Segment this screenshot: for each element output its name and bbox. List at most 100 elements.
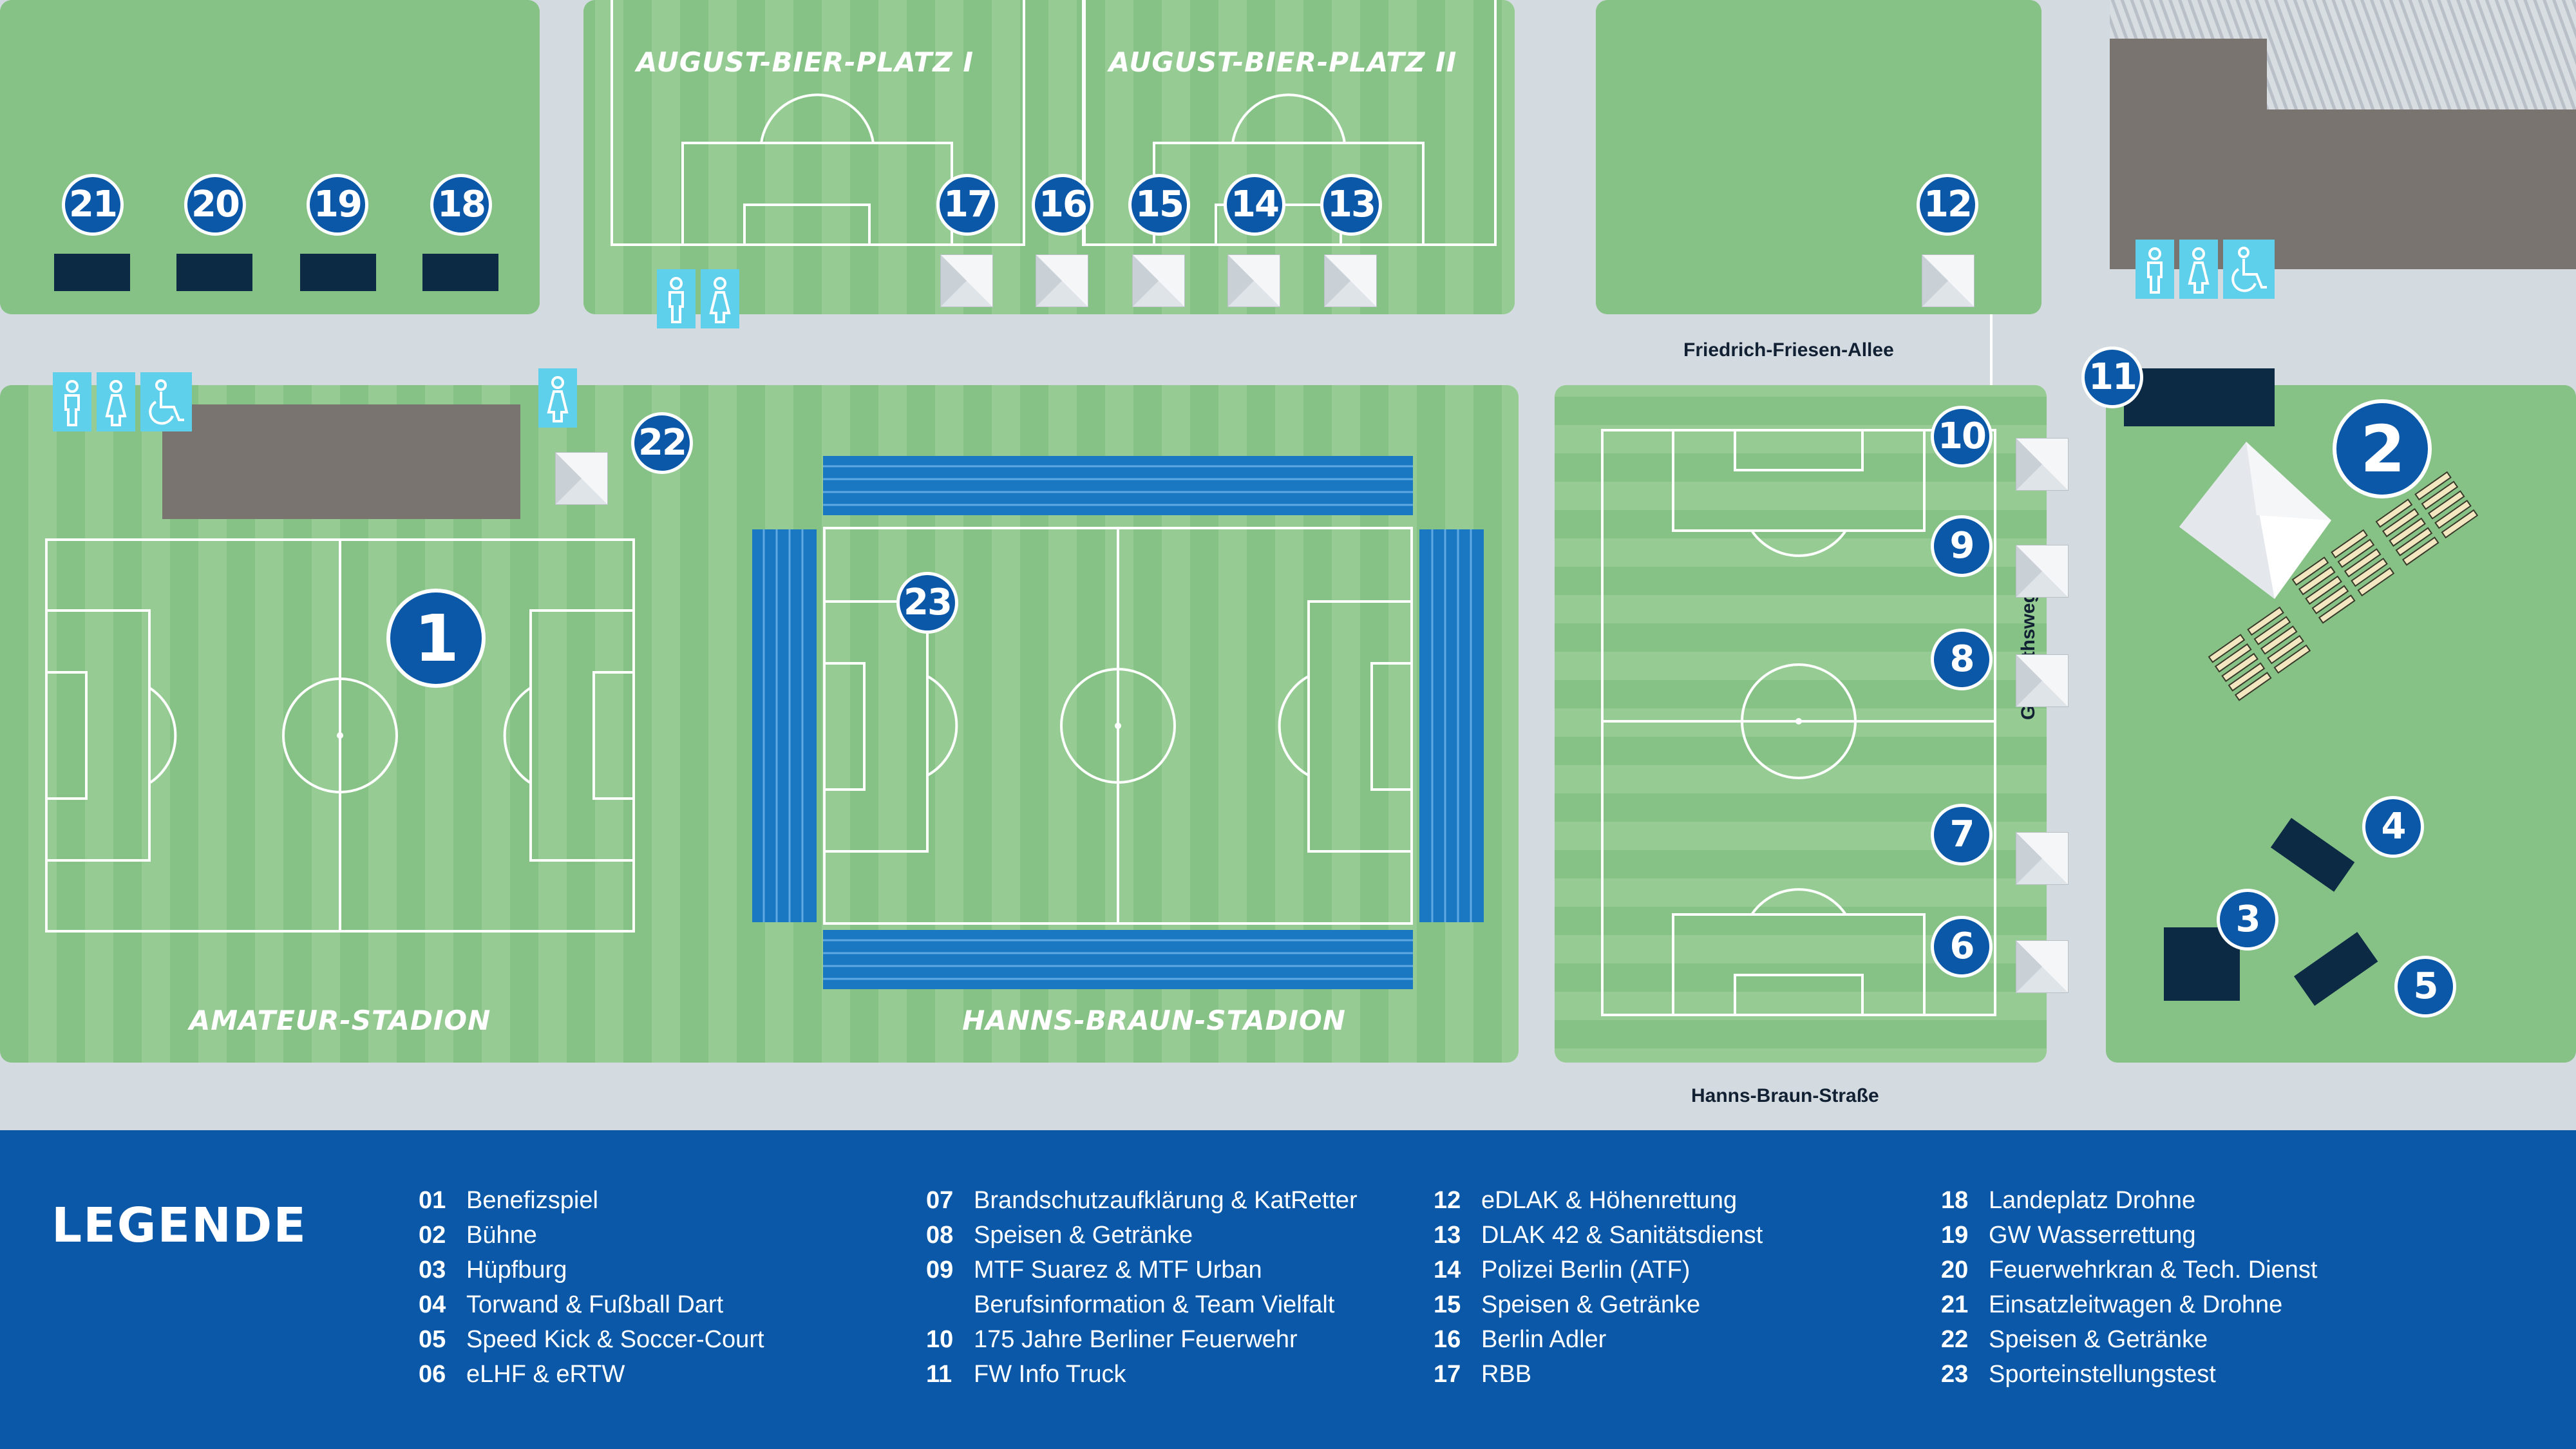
legend-item-number: 15	[1434, 1291, 1461, 1318]
legend-item-label: Sporteinstellungstest	[1989, 1361, 2216, 1388]
legend-item-number: 02	[419, 1222, 446, 1249]
vehicle-18	[422, 254, 498, 291]
marker-23[interactable]: 23	[896, 572, 958, 634]
vehicle-21	[54, 254, 130, 291]
stage-tent	[2179, 442, 2331, 599]
marker-6[interactable]: 6	[1931, 916, 1993, 978]
legend-item: 07 Brandschutzaufklärung & KatRetter	[926, 1183, 1358, 1218]
road-hanns-braun-strasse: Hanns-Braun-Straße	[1691, 1085, 1879, 1106]
marker-8[interactable]: 8	[1931, 629, 1993, 690]
marker-15[interactable]: 15	[1128, 174, 1190, 236]
tent-icon	[1036, 254, 1088, 307]
legend-item-label: Hüpfburg	[466, 1256, 567, 1283]
legend-item-label: FW Info Truck	[974, 1361, 1126, 1388]
marker-4[interactable]: 4	[2362, 796, 2424, 858]
toilet-female-icon	[2179, 240, 2218, 299]
legend-item: 09 MTF Suarez & MTF Urban	[926, 1253, 1358, 1287]
marker-14[interactable]: 14	[1224, 174, 1285, 236]
tent-icon	[555, 452, 608, 505]
tent-icon	[1227, 254, 1280, 307]
legend-item-number: 09	[926, 1256, 954, 1283]
legend-item-number: 07	[926, 1187, 954, 1214]
plot-top-left	[0, 0, 540, 314]
legend-item-number: 04	[419, 1291, 446, 1318]
legend-item: 22 Speisen & Getränke	[1941, 1322, 2317, 1357]
marker-11[interactable]: 11	[2081, 346, 2143, 408]
legend-item-label: Einsatzleitwagen & Drohne	[1989, 1291, 2283, 1318]
vehicle-19	[300, 254, 376, 291]
legend-item-label: Feuerwehrkran & Tech. Dienst	[1989, 1256, 2318, 1283]
marker-17[interactable]: 17	[936, 174, 998, 236]
legend-item-label: Torwand & Fußball Dart	[466, 1291, 724, 1318]
legend-item-label: eLHF & eRTW	[466, 1361, 625, 1388]
legend-item-label: Polizei Berlin (ATF)	[1481, 1256, 1690, 1283]
marker-7[interactable]: 7	[1931, 804, 1993, 866]
legend-item-number: 22	[1941, 1326, 1969, 1353]
legend-item: 06 eLHF & eRTW	[419, 1357, 764, 1392]
legend-item-label: DLAK 42 & Sanitätsdienst	[1481, 1222, 1763, 1249]
legend-item: 12 eDLAK & Höhenrettung	[1434, 1183, 1763, 1218]
marker-20[interactable]: 20	[184, 174, 246, 236]
legend-item: 01 Benefizspiel	[419, 1183, 764, 1218]
legend-item-number: 01	[419, 1187, 446, 1214]
legend-item-label: eDLAK & Höhenrettung	[1481, 1187, 1738, 1214]
legend-item: 02 Bühne	[419, 1218, 764, 1253]
marker-5[interactable]: 5	[2394, 956, 2456, 1018]
benches	[2208, 471, 2479, 701]
legend-item-number: 17	[1434, 1361, 1461, 1388]
toilet-male-icon	[2136, 240, 2174, 299]
legend-item-label: Brandschutzaufklärung & KatRetter	[974, 1187, 1358, 1214]
marker-13[interactable]: 13	[1320, 174, 1382, 236]
legend-item: 08 Speisen & Getränke	[926, 1218, 1358, 1253]
legend-column-2: 07 Brandschutzaufklärung & KatRetter 08 Sp…	[926, 1183, 1358, 1392]
marker-2[interactable]: 2	[2333, 399, 2432, 498]
legend-item-label: Benefizspiel	[466, 1187, 598, 1214]
marker-18[interactable]: 18	[430, 174, 492, 236]
marker-21[interactable]: 21	[62, 174, 124, 236]
legend-item-number: 16	[1434, 1326, 1461, 1353]
legend-item-number: 06	[419, 1361, 446, 1388]
legend-item-number: 08	[926, 1222, 954, 1249]
toilet-male-icon	[657, 269, 696, 328]
legend-item-label: Landeplatz Drohne	[1989, 1187, 2196, 1214]
tent-icon	[2016, 438, 2069, 491]
plot-august-bier	[583, 0, 1515, 314]
tent-icon	[1132, 254, 1185, 307]
legend-item: 04 Torwand & Fußball Dart	[419, 1287, 764, 1322]
tent-icon	[2016, 832, 2069, 885]
legend-item-number: 11	[926, 1361, 952, 1388]
legend-item-label: Speisen & Getränke	[974, 1222, 1193, 1249]
vehicle-20	[176, 254, 252, 291]
legend-item: Berufsinformation & Team Vielfalt	[926, 1287, 1358, 1322]
legend-item-label: GW Wasserrettung	[1989, 1222, 2196, 1249]
building	[2110, 39, 2576, 269]
legend-item-number: 13	[1434, 1222, 1461, 1249]
marker-3[interactable]: 3	[2217, 889, 2278, 951]
legend-item-number: 12	[1434, 1187, 1461, 1214]
legend-item-label: MTF Suarez & MTF Urban	[974, 1256, 1262, 1283]
marker-16[interactable]: 16	[1032, 174, 1094, 236]
legend-title: LEGENDE	[52, 1198, 307, 1253]
legend-item-label: Speisen & Getränke	[1989, 1326, 2208, 1353]
legend-column-3: 12 eDLAK & Höhenrettung 13 DLAK 42 & Sanit…	[1434, 1183, 1763, 1392]
speed-kick	[2294, 932, 2378, 1006]
marker-22[interactable]: 22	[631, 412, 693, 474]
marker-19[interactable]: 19	[307, 174, 368, 236]
marker-1[interactable]: 1	[386, 589, 486, 688]
tent-icon	[940, 254, 993, 307]
toilet-female-icon	[538, 368, 577, 428]
marker-12[interactable]: 12	[1917, 174, 1978, 236]
marker-10[interactable]: 10	[1931, 406, 1993, 468]
tent-icon	[1922, 254, 1975, 307]
marker-9[interactable]: 9	[1931, 515, 1993, 577]
legend-item-label: Bühne	[466, 1222, 537, 1249]
legend-item-label: 175 Jahre Berliner Feuerwehr	[974, 1326, 1298, 1353]
